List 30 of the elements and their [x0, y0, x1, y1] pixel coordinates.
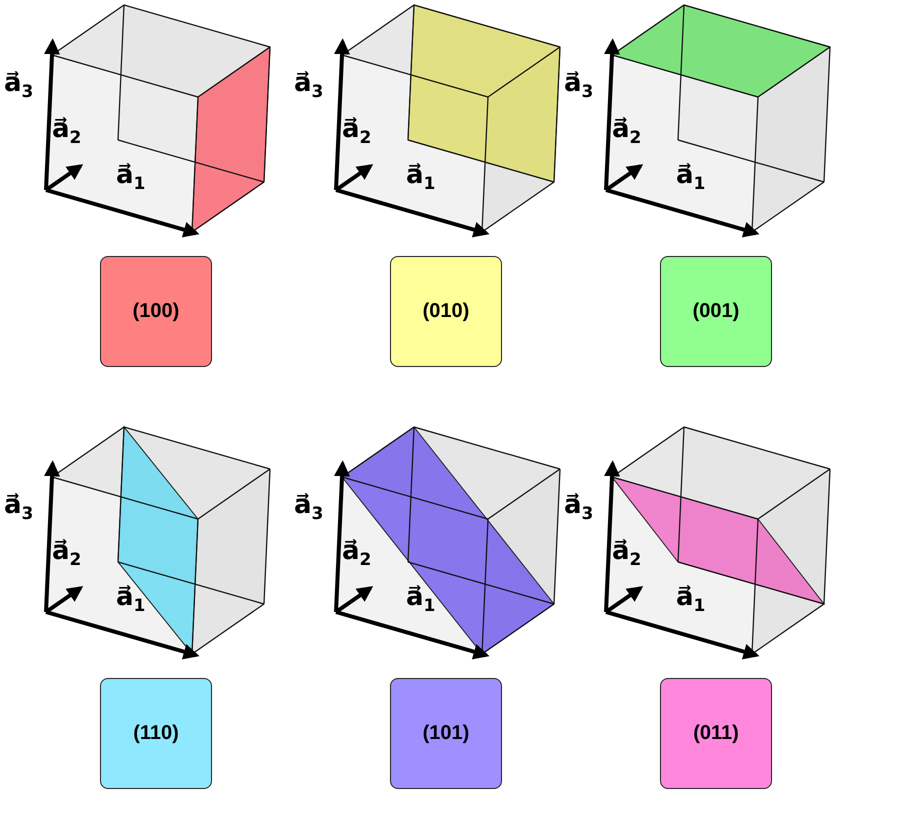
- axis-label: a⃗$_{2}$: [52, 114, 82, 150]
- axis-label: a⃗$_{1}$: [676, 582, 706, 618]
- miller-index: (001): [692, 300, 740, 323]
- miller-index-card: [660, 256, 772, 367]
- miller-index: (010): [422, 300, 470, 323]
- axis-label: a⃗$_{2}$: [612, 114, 642, 150]
- axis-label: a⃗$_{3}$: [564, 68, 594, 104]
- miller-index: (110): [133, 722, 179, 745]
- miller-index: (100): [132, 300, 180, 323]
- axis-label: a⃗$_{2}$: [52, 536, 82, 572]
- axis-label: a⃗$_{1}$: [676, 160, 706, 196]
- miller-index: (011): [693, 722, 739, 745]
- miller-index-card: [390, 678, 502, 789]
- axis-label: a⃗$_{1}$: [116, 582, 146, 618]
- axis-label: a⃗$_{2}$: [342, 114, 372, 150]
- axis-label: a⃗$_{3}$: [4, 490, 34, 526]
- axis-label: a⃗$_{1}$: [116, 160, 146, 196]
- axis-label: a⃗$_{3}$: [294, 490, 324, 526]
- miller-index-card: [660, 678, 772, 789]
- miller-index-card: [390, 256, 502, 367]
- axis-label: a⃗$_{3}$: [4, 68, 34, 104]
- axis-label: a⃗$_{1}$: [406, 160, 436, 196]
- axis-label: a⃗$_{1}$: [406, 582, 436, 618]
- axis-label: a⃗$_{3}$: [294, 68, 324, 104]
- axis-label: a⃗$_{2}$: [342, 536, 372, 572]
- miller-index: (101): [422, 722, 470, 745]
- miller-index-card: [100, 256, 212, 367]
- miller-index-card: [100, 678, 212, 789]
- axis-label: a⃗$_{2}$: [612, 536, 642, 572]
- axis-label: a⃗$_{3}$: [564, 490, 594, 526]
